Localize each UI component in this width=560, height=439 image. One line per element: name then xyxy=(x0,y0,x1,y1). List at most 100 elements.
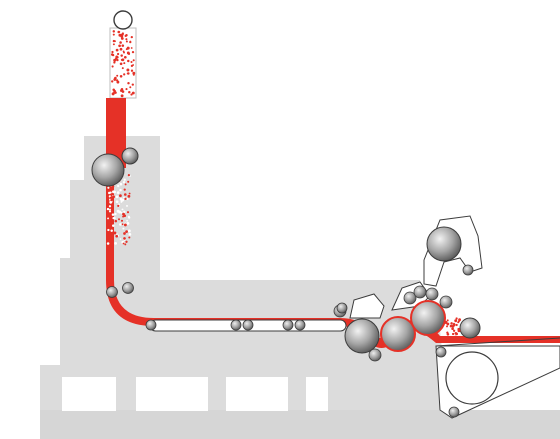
fiber-dot xyxy=(124,223,127,226)
fiber-dot xyxy=(132,64,134,66)
fiber-dot xyxy=(121,37,124,40)
fiber-dot xyxy=(132,83,134,85)
fiber-dot xyxy=(119,41,122,44)
fiber-dot xyxy=(116,200,119,203)
fiber-dot xyxy=(120,75,123,78)
fiber-dot xyxy=(114,91,117,94)
fiber-dot xyxy=(125,183,127,185)
base-opening-4 xyxy=(306,377,328,411)
fiber-dot xyxy=(112,195,115,198)
fiber-dot xyxy=(122,228,124,230)
base-opening-2 xyxy=(136,377,208,411)
apron-roller-5 xyxy=(295,320,305,330)
apron-roller-3 xyxy=(243,320,253,330)
fiber-dot xyxy=(127,195,130,198)
fiber-dot xyxy=(117,185,119,187)
apron-roller-2 xyxy=(231,320,241,330)
fiber-dot xyxy=(109,218,112,221)
fiber-dot xyxy=(111,193,113,195)
fiber-dot xyxy=(458,320,460,322)
bend-roller-1 xyxy=(107,287,118,298)
fiber-dot xyxy=(116,56,118,58)
fiber-dot xyxy=(123,62,125,64)
fiber-dot xyxy=(126,198,128,200)
fiber-dot xyxy=(130,93,132,95)
fiber-dot xyxy=(447,319,449,321)
fiber-dot xyxy=(131,36,133,38)
fiber-dot xyxy=(120,62,123,65)
fiber-dot xyxy=(129,86,131,88)
fiber-dot xyxy=(123,243,125,245)
fiber-dot xyxy=(117,191,120,194)
fiber-dot xyxy=(123,73,125,75)
fiber-dot xyxy=(123,50,125,52)
fiber-dot xyxy=(446,332,448,334)
fiber-dot xyxy=(128,174,130,176)
feed-roller-small xyxy=(122,148,138,164)
belt-roller-top xyxy=(436,347,446,357)
fiber-dot xyxy=(110,229,112,231)
fiber-dot xyxy=(117,53,119,55)
feed-hopper-icon xyxy=(114,11,132,29)
feed-chute xyxy=(110,11,136,98)
fiber-dot xyxy=(122,67,124,69)
fiber-dot xyxy=(109,210,111,212)
fiber-dot xyxy=(113,34,115,36)
fiber-dot xyxy=(107,187,109,189)
fiber-dot xyxy=(453,330,455,332)
fiber-dot xyxy=(122,208,124,210)
fiber-dot xyxy=(129,193,131,195)
fiber-dot xyxy=(109,215,111,217)
fiber-dot xyxy=(125,241,127,243)
carding-hoods xyxy=(350,216,482,318)
fiber-dot xyxy=(123,196,125,198)
fiber-dot xyxy=(116,196,119,199)
apron-roller-4 xyxy=(283,320,293,330)
fiber-dot xyxy=(111,221,113,223)
fiber-dot xyxy=(453,323,455,325)
fiber-dot xyxy=(132,51,134,53)
fiber-dots-doffer xyxy=(445,317,461,337)
fiber-dot xyxy=(117,205,119,207)
base-opening-1 xyxy=(62,377,116,411)
fiber-dot xyxy=(115,220,118,223)
fiber-dot xyxy=(107,229,109,231)
fiber-dot xyxy=(458,329,461,332)
fiber-dot xyxy=(116,49,119,52)
fiber-dot xyxy=(112,54,114,56)
fiber-dot xyxy=(120,34,123,37)
fiber-dot xyxy=(128,229,131,232)
worker-roller-3 xyxy=(414,286,426,298)
fiber-dot xyxy=(127,52,130,55)
fiber-dot xyxy=(116,79,118,81)
fiber-dot xyxy=(451,327,454,330)
fiber-dot xyxy=(117,210,120,213)
fiber-dot xyxy=(110,197,112,199)
fiber-dot xyxy=(111,51,113,53)
fiber-dot xyxy=(126,220,128,222)
fiber-dot xyxy=(112,186,114,188)
apron-roller-1 xyxy=(146,320,156,330)
fiber-dot xyxy=(119,194,122,197)
fiber-dot xyxy=(109,205,111,207)
fiber-dot xyxy=(121,59,123,61)
fiber-dot xyxy=(454,319,457,322)
fiber-dot xyxy=(123,232,126,235)
fiber-dot xyxy=(107,208,109,210)
fiber-dot xyxy=(456,324,458,326)
fiber-dot xyxy=(118,218,120,220)
fiber-dot xyxy=(127,72,129,74)
fiber-dot xyxy=(450,322,453,325)
fiber-dot xyxy=(123,237,126,240)
fiber-dot xyxy=(120,90,122,92)
fiber-dot xyxy=(124,193,127,196)
fiber-dot xyxy=(129,233,132,236)
fiber-dot xyxy=(128,236,130,238)
fiber-dot xyxy=(454,336,456,338)
fiber-dot xyxy=(130,61,132,63)
fiber-dot xyxy=(111,80,113,82)
worker-roller-6 xyxy=(463,265,473,275)
fiber-dot xyxy=(120,238,122,240)
fiber-dot xyxy=(113,30,115,32)
